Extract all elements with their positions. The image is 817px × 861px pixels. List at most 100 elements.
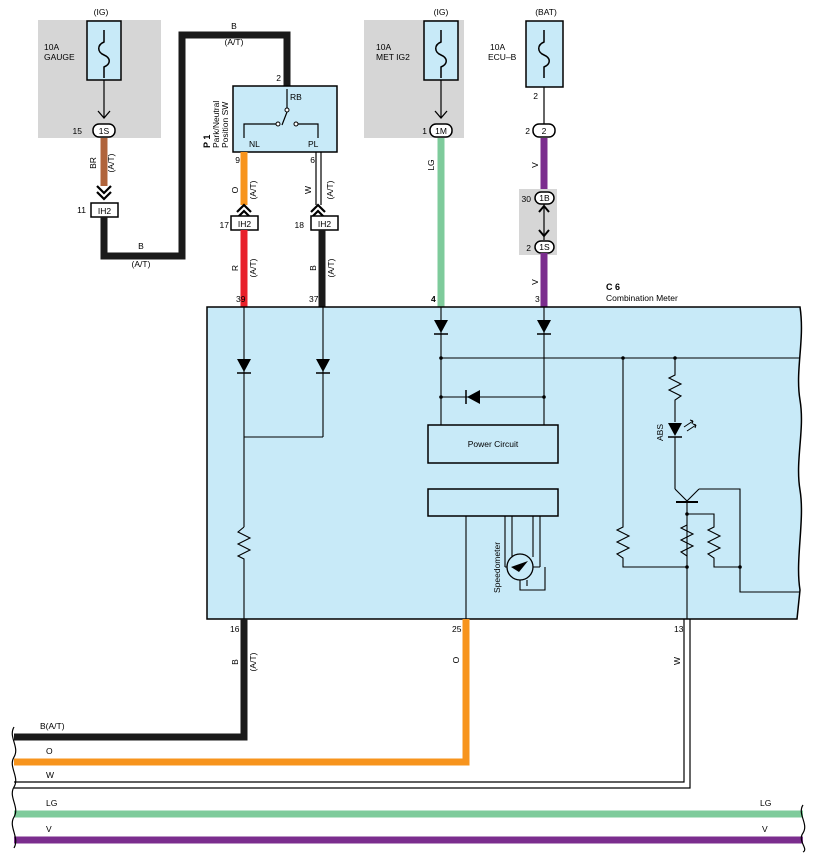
connector-1s-gauge-label: 1S	[99, 126, 110, 136]
switch-id: P 1	[202, 135, 212, 148]
output-wires: B (A/T) B(A/T) O O W W LG LG V V	[11, 619, 806, 853]
diode-down-icon	[537, 320, 551, 333]
fuse-gauge-rating: 10A	[44, 42, 59, 52]
wire-w-at-label: (A/T)	[325, 180, 335, 199]
wire-o-25-label: O	[451, 656, 461, 663]
wire-black-to-switch	[100, 31, 291, 260]
wire-o-output	[14, 619, 470, 766]
resistor-abs-left	[615, 358, 687, 568]
wire-b-at-output	[14, 619, 248, 741]
wire-b-16-at-label: (A/T)	[248, 652, 258, 671]
speedometer-driver-box	[427, 488, 559, 517]
fuse-ecu-b: (BAT) 10A ECU–B 2 2 2	[488, 7, 564, 138]
meter-pin-37: 37	[309, 294, 319, 304]
fuse-met-ig2-supply: (IG)	[434, 7, 449, 17]
diode-left-icon	[467, 390, 480, 404]
fuse-gauge-name: GAUGE	[44, 52, 75, 62]
meter-pin-3: 3	[535, 294, 540, 304]
wire-lg-bus-label-right: LG	[760, 798, 771, 808]
wire-w-output	[14, 619, 691, 789]
fuse-ecu-b-name: ECU–B	[488, 52, 517, 62]
fuse-ecu-b-pin-top: 2	[533, 91, 538, 101]
switch-rb-label: RB	[290, 92, 302, 102]
switch-box	[232, 85, 338, 153]
combination-meter: C 6 Combination Meter 39 37 4 3 Power	[206, 282, 803, 634]
fuse-met-ig2-pin: 1	[422, 126, 427, 136]
wire-o-label: O	[230, 186, 240, 193]
connector-ih2-left-label: IH2	[98, 206, 112, 216]
wire-lg-bus-label-left: LG	[46, 798, 57, 808]
wire-br-at-label: (A/T)	[106, 153, 116, 172]
fuse-met-ig2-element	[435, 30, 447, 78]
connector-1m-label: 1M	[435, 126, 447, 136]
fuse-met-ig2-rating: 10A	[376, 42, 391, 52]
abs-label: ABS	[655, 424, 665, 441]
switch-nl-label: NL	[249, 139, 260, 149]
wave-break-left	[11, 726, 17, 849]
resistor-abs-top	[667, 358, 683, 422]
connector-1b-label: 1B	[539, 193, 550, 203]
connector-1b-pin: 30	[522, 194, 532, 204]
connector-ih2-pin17: 17	[220, 220, 230, 230]
wire-b-label-bottom: B	[138, 241, 144, 251]
wire-r-at-label: (A/T)	[248, 258, 258, 277]
wire-b-at-label-top: (A/T)	[225, 37, 244, 47]
connector-1s-junction-label: 1S	[539, 242, 550, 252]
fuse-met-ig2: (IG) 10A MET IG2 1 1M	[364, 7, 464, 138]
fuse-ecu-b-supply: (BAT)	[535, 7, 557, 17]
wire-b-pl-at-label: (A/T)	[326, 258, 336, 277]
switch-pin-nl: 9	[235, 155, 240, 165]
connector-ih2-pl-label: IH2	[318, 219, 332, 229]
fuse-gauge-supply: (IG)	[94, 7, 109, 17]
meter-pin-25: 25	[452, 624, 462, 634]
switch-pin-rb: 2	[276, 73, 281, 83]
connector-1s-pin: 2	[526, 243, 531, 253]
resistor-left	[236, 526, 252, 619]
wire-b-16-label: B	[230, 659, 240, 665]
connector-ecu-b	[532, 123, 556, 138]
fuse-ecu-b-element	[538, 30, 550, 78]
switch-pin-pl: 6	[310, 155, 315, 165]
fuse-gauge: (IG) 10A GAUGE 15 1S	[38, 7, 161, 138]
fuse-ecu-b-pin: 2	[525, 126, 530, 136]
wire-b-label-top: B	[231, 21, 237, 31]
switch-pl-label: PL	[308, 139, 319, 149]
wire-v-label-mid: V	[530, 279, 540, 285]
wire-o-output-label: O	[46, 746, 53, 756]
wire-b-at-output-label: B(A/T)	[40, 721, 65, 731]
wire-o-at-label: (A/T)	[248, 180, 258, 199]
meter-pin-39: 39	[236, 294, 246, 304]
wire-v-bus-label-right: V	[762, 824, 768, 834]
wire-nl-orange: O (A/T) 17 IH2 R (A/T)	[220, 152, 259, 307]
wire-v-purple: V 30 1B 2 1S V	[519, 138, 557, 307]
meter-name: Combination Meter	[606, 293, 678, 303]
wire-v-bus-label-left: V	[46, 824, 52, 834]
arrow-down-icon	[97, 110, 111, 119]
connector-1s-gauge	[92, 123, 116, 138]
wire-b-at-label-bottom: (A/T)	[132, 259, 151, 269]
connector-ih2-pin18: 18	[295, 220, 305, 230]
wire-pl-white: W (A/T) 18 IH2 B (A/T)	[295, 152, 339, 307]
fuse-met-ig2-name: MET IG2	[376, 52, 410, 62]
resistor-abs-mid	[679, 524, 695, 557]
meter-id: C 6	[606, 282, 620, 292]
wire-w-13-label: W	[672, 657, 682, 665]
fuse-gauge-element	[98, 30, 110, 78]
switch-name-line1: Park/Neutral	[211, 101, 221, 148]
fuse-ecu-b-rating: 10A	[490, 42, 505, 52]
abs-transistor	[674, 488, 800, 593]
connector-chevron-icon	[96, 185, 112, 201]
speedometer-label: Speedometer	[492, 542, 502, 593]
fuse-gauge-pin: 15	[73, 126, 83, 136]
connector-chevron-icon	[538, 204, 550, 238]
wire-r-label: R	[230, 265, 240, 271]
abs-led-icon	[668, 423, 682, 436]
diode-down-icon	[316, 359, 330, 372]
arrow-down-icon	[434, 110, 448, 119]
speedometer-needle-icon	[511, 561, 528, 572]
wire-w-label: W	[303, 186, 313, 194]
switch-contact-arm	[281, 111, 288, 126]
power-circuit-box	[427, 424, 559, 464]
park-neutral-switch: 2 RB NL PL P 1 Park/Neutral Position SW …	[202, 73, 338, 165]
